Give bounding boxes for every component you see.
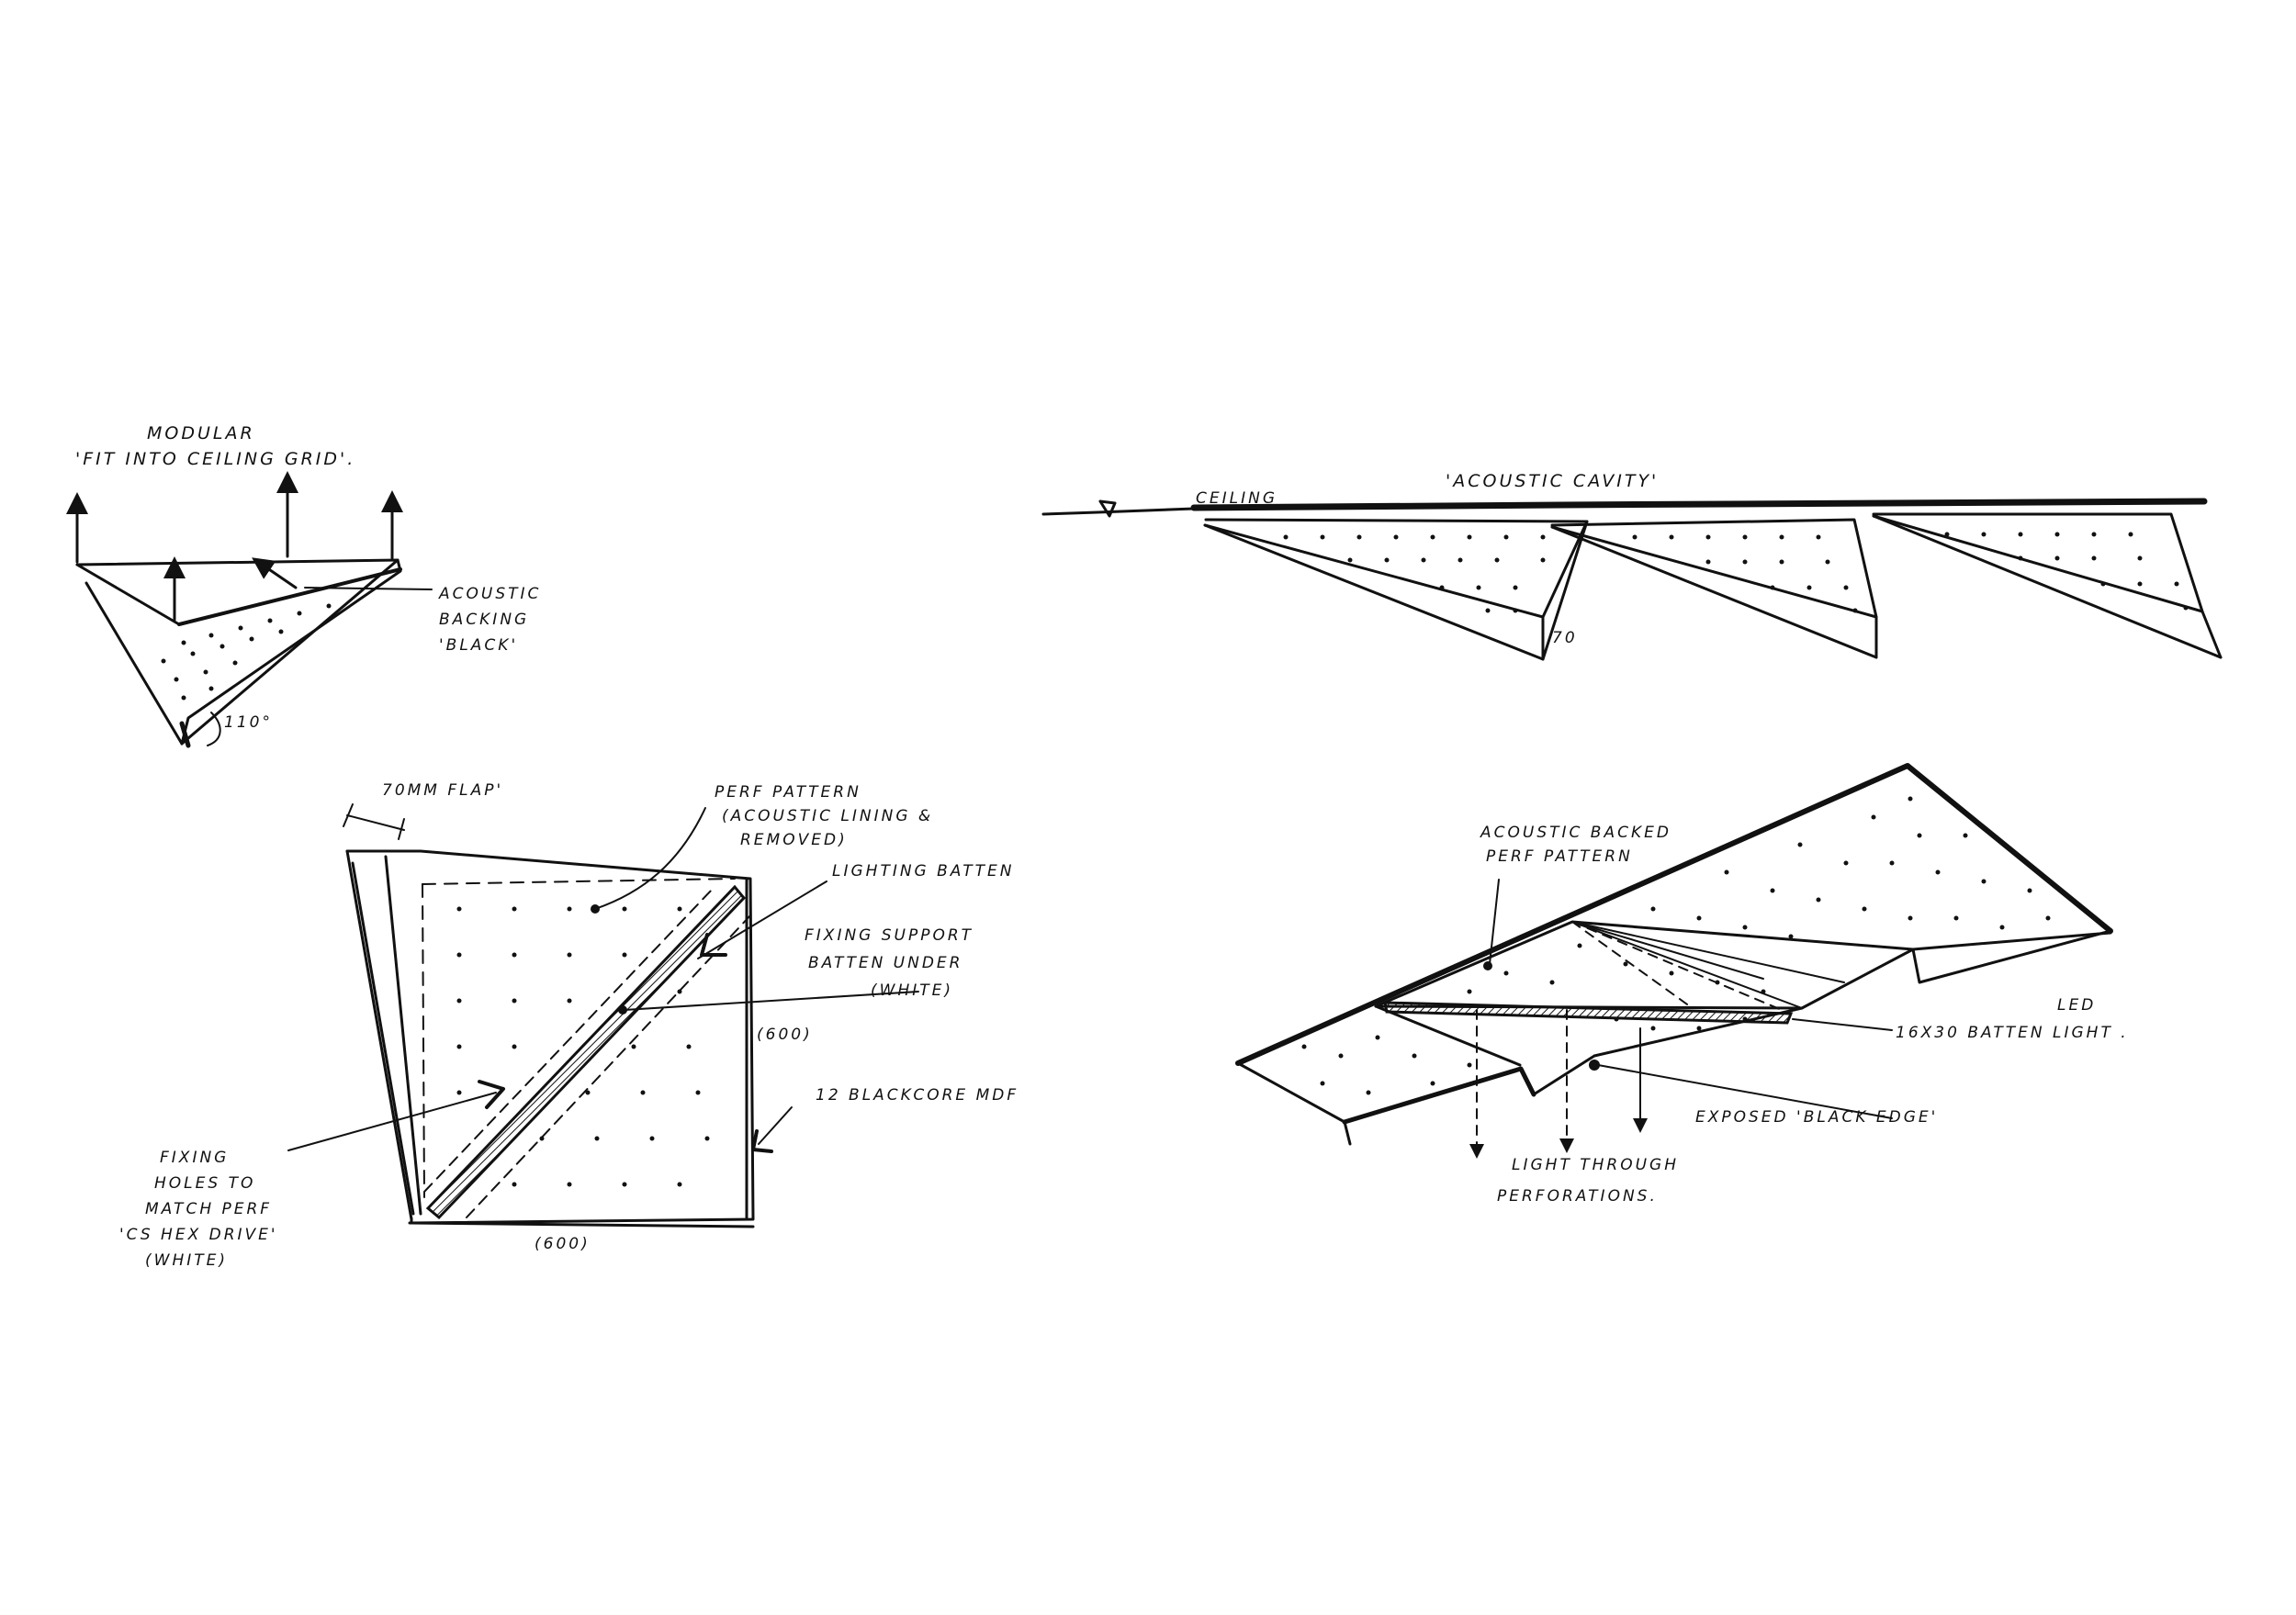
light-arrows	[1469, 1009, 1648, 1159]
panel-outline	[75, 558, 402, 748]
perspective-leader-lines	[1483, 879, 1893, 1119]
fold-module-2	[1550, 518, 1878, 659]
label-led-2: 16X30 BATTEN LIGHT .	[1896, 1024, 2129, 1042]
label-angle: 110°	[224, 713, 273, 732]
fold-module-1	[1203, 518, 1589, 661]
ceiling-line	[1041, 507, 1196, 516]
label-fixing-support-2: BATTEN UNDER	[808, 954, 963, 972]
label-acoustic-backing-1: ACOUSTIC	[438, 585, 541, 603]
label-fixing-holes-1: FIXING	[160, 1149, 229, 1167]
fold-module-3	[1872, 512, 2223, 659]
section-perforation-dots	[1283, 532, 2189, 613]
sketch-panel-plan: 70MM FLAP' PERF PATTERN (ACOUSTIC LINING…	[119, 781, 1019, 1270]
led-batten-light	[1383, 1001, 1794, 1025]
label-acoustic-backed-2: PERF PATTERN	[1486, 847, 1633, 866]
label-fixing-support-3: (WHITE)	[871, 981, 953, 1000]
label-depth: 70	[1552, 629, 1578, 647]
label-perf-pattern-3: REMOVED)	[740, 831, 848, 849]
label-fixing-holes-5: (WHITE)	[145, 1251, 228, 1270]
flap-dimension	[343, 803, 405, 840]
label-dimension-right: (600)	[757, 1026, 813, 1044]
lighting-batten	[423, 884, 754, 1220]
perspective-outline	[1235, 763, 2113, 1146]
perspective-perforation-dots	[1301, 796, 2051, 1095]
label-perf-pattern-1: PERF PATTERN	[715, 783, 861, 802]
label-light-through-2: PERFORATIONS.	[1497, 1187, 1658, 1206]
label-exposed-black-edge: EXPOSED 'BLACK EDGE'	[1695, 1108, 1938, 1127]
label-light-through-1: LIGHT THROUGH	[1512, 1156, 1679, 1174]
label-perf-pattern-2: (ACOUSTIC LINING &	[722, 807, 933, 825]
plan-leader-lines	[287, 807, 919, 1153]
label-acoustic-cavity: 'ACOUSTIC CAVITY'	[1446, 471, 1659, 491]
label-fixing-support-1: FIXING SUPPORT	[805, 926, 974, 945]
label-fixing-holes-4: 'CS HEX DRIVE'	[119, 1226, 278, 1244]
label-acoustic-backed-1: ACOUSTIC BACKED	[1480, 824, 1671, 842]
label-blackcore-mdf: 12 BLACKCORE MDF	[816, 1086, 1019, 1105]
label-lighting-batten: LIGHTING BATTEN	[832, 862, 1014, 880]
label-fixing-holes-2: HOLES TO	[154, 1174, 255, 1193]
sketch-panel-perspective: ACOUSTIC BACKED PERF PATTERN LED 16X30 B…	[1235, 763, 2129, 1206]
label-modular: MODULAR	[147, 423, 255, 443]
label-flap: 70MM FLAP'	[382, 781, 503, 800]
label-fit-into-grid: 'FIT INTO CEILING GRID'.	[75, 449, 355, 469]
label-acoustic-backing-2: BACKING	[439, 611, 529, 629]
label-dimension-bottom: (600)	[535, 1235, 591, 1253]
label-acoustic-backing-3: 'BLACK'	[439, 636, 518, 655]
plan-perforation-dots	[456, 906, 710, 1187]
sketch-ceiling-section: CEILING 'ACOUSTIC CAVITY' 70	[1041, 471, 2223, 661]
ceiling-datum-mark	[1098, 499, 1117, 518]
acoustic-cavity-line	[1190, 498, 2208, 511]
fixing-arrows	[66, 471, 433, 622]
sketch-modular-panel: MODULAR 'FIT INTO CEILING GRID'. ACOUSTI…	[66, 423, 541, 748]
panel-plan-outline	[345, 849, 755, 1228]
label-led-1: LED	[2057, 996, 2096, 1015]
perforation-dots	[161, 603, 332, 701]
label-ceiling: CEILING	[1196, 489, 1277, 508]
label-fixing-holes-3: MATCH PERF	[145, 1200, 272, 1218]
